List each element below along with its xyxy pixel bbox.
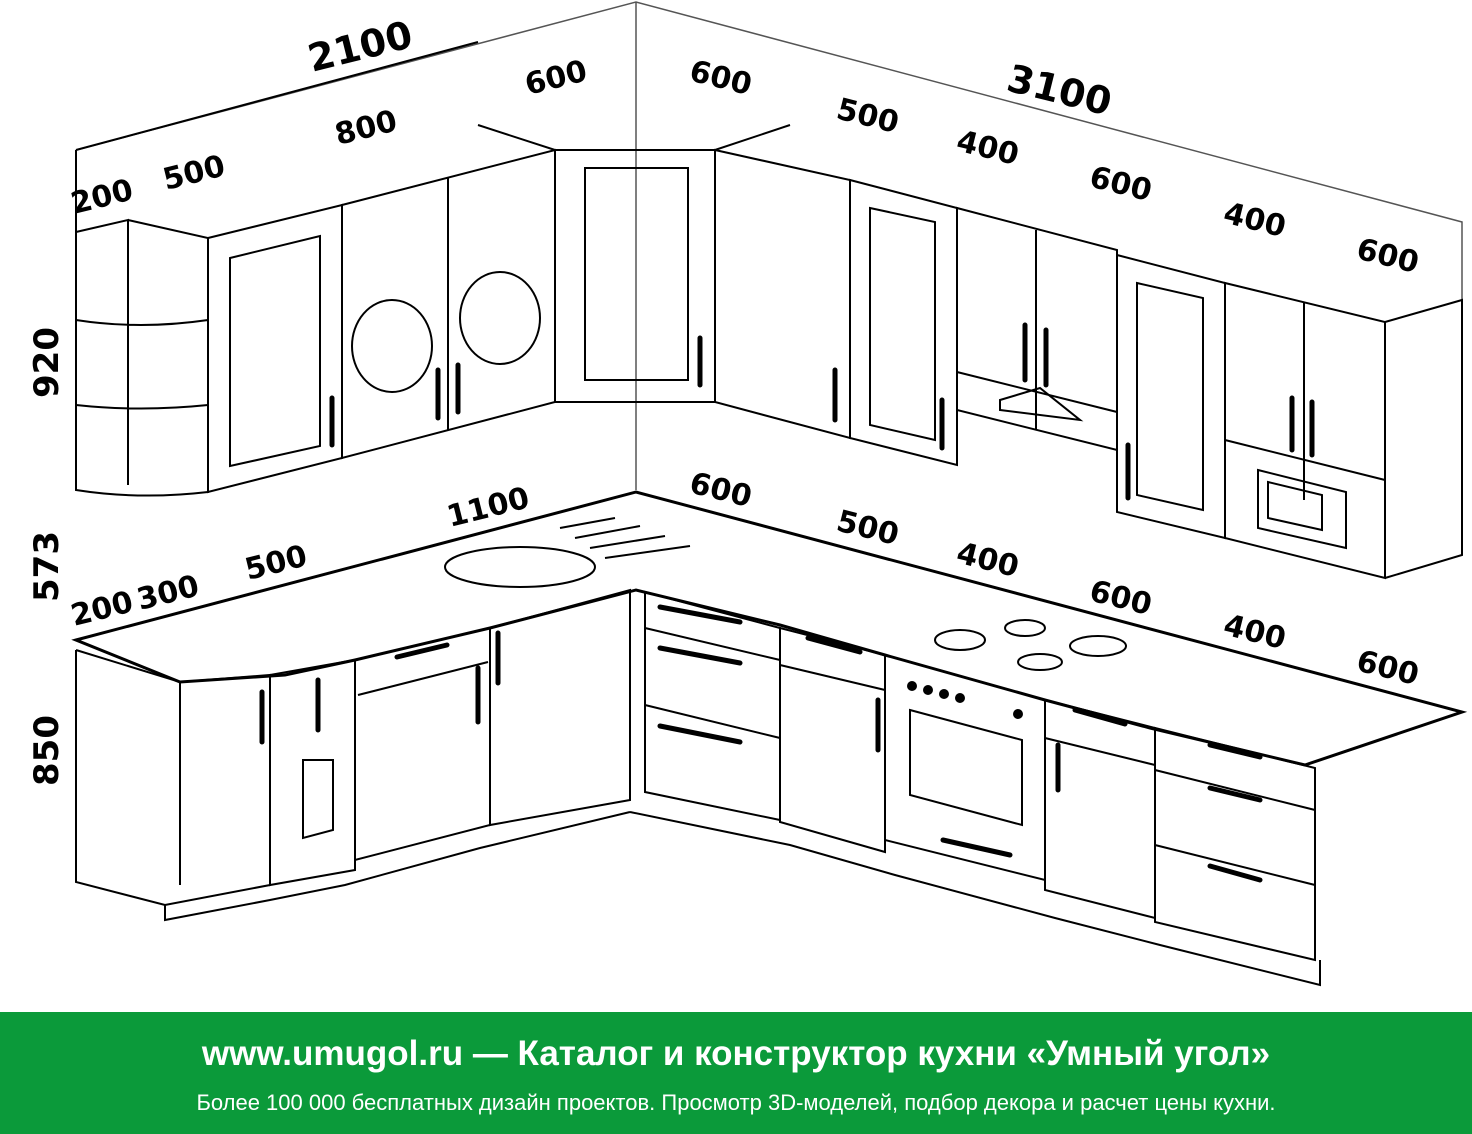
- hob-burner: [1004, 619, 1046, 637]
- hob-burner: [934, 629, 986, 651]
- dim-height: 920: [27, 327, 67, 398]
- footer-banner: www.umugol.ru — Каталог и конструктор ку…: [0, 1012, 1472, 1134]
- dim-upper-left: 200: [67, 173, 136, 222]
- countertop: [71, 490, 1468, 767]
- upper-top-left: [75, 41, 791, 232]
- dim-upper-right: 400: [953, 124, 1022, 173]
- hob-burner: [1069, 635, 1127, 657]
- dim-top-left-total: 2100: [304, 12, 417, 80]
- dim-upper-left: 600: [521, 54, 590, 103]
- handle: [259, 322, 1315, 883]
- plinth: [164, 811, 1321, 987]
- dim-upper-right: 600: [686, 54, 755, 103]
- dim-lower-right: 500: [833, 504, 902, 553]
- dim-lower-right: 400: [953, 536, 1022, 585]
- plate-icon: [459, 271, 541, 365]
- hood-icon: [999, 386, 1084, 422]
- hob-burner: [1017, 653, 1063, 671]
- dim-upper-right: 500: [833, 92, 902, 141]
- base-corner-cabinet: [75, 649, 271, 907]
- dim-upper-left: 500: [159, 149, 228, 198]
- plate-icon: [351, 299, 433, 393]
- dim-height: 573: [27, 531, 67, 602]
- base-drawers-2: [1154, 726, 1316, 962]
- base-cabinet-right-2: [1044, 698, 1156, 920]
- base-cabinet-right-1: [779, 626, 886, 854]
- base-bottle-cabinet: [269, 658, 356, 887]
- upper-cabinet-right-1: [714, 148, 851, 440]
- knob: [939, 689, 949, 699]
- knob: [923, 685, 933, 695]
- dim-upper-right: 600: [1086, 160, 1155, 209]
- upper-corner-shelf: [75, 218, 209, 497]
- upper-microwave-cabinet: [1224, 281, 1386, 580]
- upper-end-panel: [1384, 298, 1463, 579]
- kitchen-diagram: 2100 3100 200 500 800 600 600 500 400 60…: [27, 1, 1468, 987]
- upper-cabinet-glass-1: [207, 203, 343, 494]
- upper-cabinet-glass-2: [849, 178, 958, 467]
- base-oven-cabinet: [354, 626, 491, 862]
- sink-drainer: [559, 517, 691, 559]
- knob: [1013, 709, 1023, 719]
- dim-height: 850: [27, 715, 67, 786]
- microwave: [1257, 468, 1347, 550]
- upper-cabinet-glass-3: [1116, 253, 1226, 540]
- dim-upper-right: 400: [1220, 196, 1289, 245]
- banner-subtitle: Более 100 000 бесплатных дизайн проектов…: [196, 1090, 1276, 1115]
- sink: [444, 546, 596, 588]
- dim-lower-left: 1100: [443, 481, 532, 535]
- wall-outline: [75, 1, 1463, 490]
- dim-upper-left: 800: [331, 104, 400, 153]
- knob: [907, 681, 917, 691]
- base-cabinet-left: [489, 588, 631, 827]
- banner-title[interactable]: www.umugol.ru — Каталог и конструктор ку…: [201, 1034, 1271, 1073]
- base-drawers-1: [644, 590, 781, 822]
- dim-upper-right: 600: [1353, 232, 1422, 281]
- knob: [955, 693, 965, 703]
- upper-corner-glass: [554, 149, 716, 403]
